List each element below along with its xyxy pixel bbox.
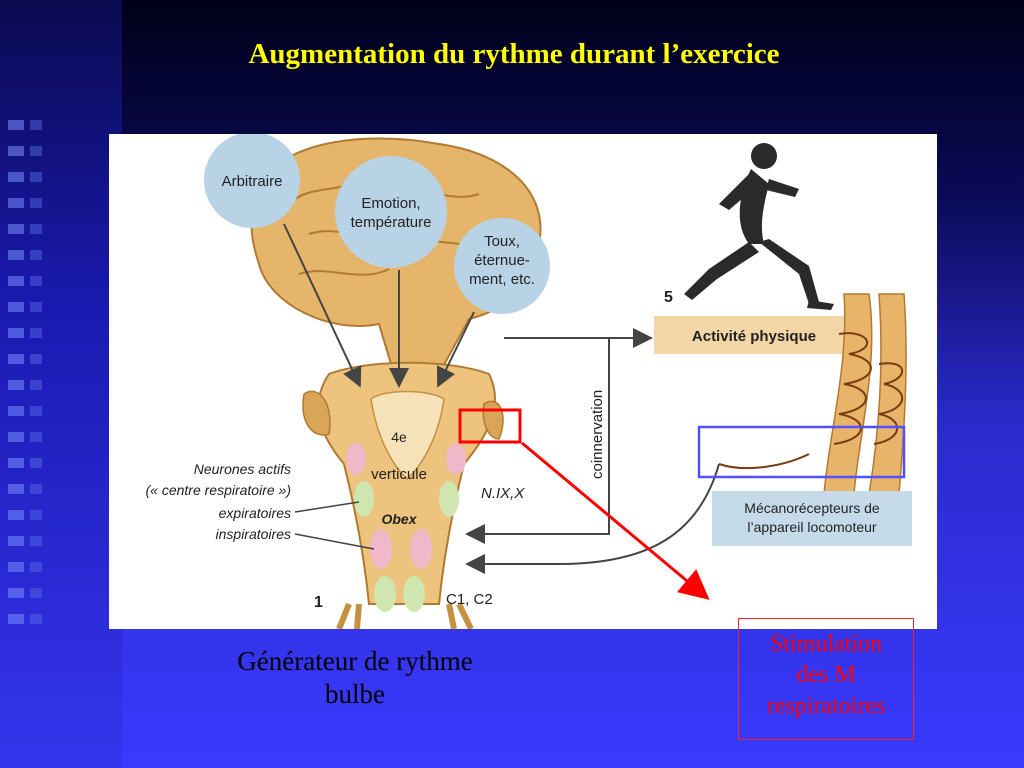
coinnervation-loop [465,328,720,574]
nerves-label: N.IX,X [481,485,525,502]
neurones-leader-lines [294,501,375,550]
coinnervation-label: coinnervation [589,390,606,479]
stimulation-box: Stimulation des M respiratoires [738,618,914,740]
brainstem-illustration [302,361,504,629]
obex-label: Obex [381,511,417,527]
respiratory-diagram: Arbitraire Emotion, température Toux, ét… [109,134,937,629]
svg-text:ment, etc.: ment, etc. [469,271,535,288]
ventricle-number: 4e [391,429,407,445]
svg-text:éternue-: éternue- [474,252,530,269]
svg-text:Toux,: Toux, [484,233,520,250]
step-number-5: 5 [664,289,673,306]
mecanorecepteurs-box: Mécanorécepteurs de l’appareil locomoteu… [712,491,912,546]
bubble-arbitraire: Arbitraire [204,134,300,228]
svg-text:température: température [351,214,432,231]
highlight-blue-box [697,425,906,479]
cervical-label: C1, C2 [446,591,493,608]
svg-text:Neurones actifs: Neurones actifs [194,461,291,477]
ventricle-label: verticule [371,466,427,483]
input-arrows [283,223,475,388]
svg-text:Arbitraire: Arbitraire [222,173,283,190]
svg-text:expiratoires: expiratoires [219,505,291,521]
activite-box: Activité physique [654,316,854,354]
bubble-toux: Toux, éternue- ment, etc. [454,218,550,314]
step-number-1: 1 [314,594,323,611]
decor-squares [8,120,24,640]
svg-text:l’appareil locomoteur: l’appareil locomoteur [747,519,877,535]
svg-text:(« centre respiratoire »): (« centre respiratoire ») [145,482,291,498]
neurones-labels: Neurones actifs (« centre respiratoire »… [145,461,291,542]
muscle-illustration [718,293,907,495]
slide-title: Augmentation du rythme durant l’exercice [248,38,780,70]
svg-text:inspiratoires: inspiratoires [216,526,291,542]
bubble-emotion: Emotion, température [335,156,447,268]
runner-illustration [684,143,834,310]
highlight-red-box [458,408,522,444]
generator-caption: Générateur de rythme bulbe [237,646,473,709]
svg-text:Activité physique: Activité physique [692,328,816,345]
left-decor-strip [0,0,122,768]
svg-text:Mécanorécepteurs de: Mécanorécepteurs de [744,500,880,516]
decor-squares-secondary [30,120,42,640]
svg-text:Emotion,: Emotion, [361,195,420,212]
